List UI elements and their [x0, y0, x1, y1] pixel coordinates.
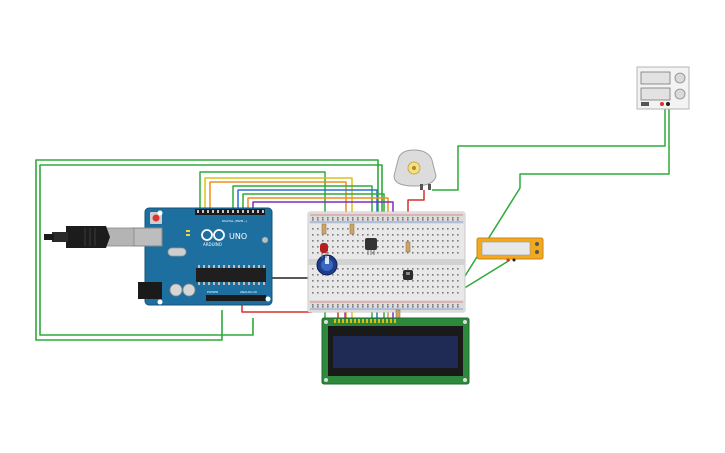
dc-motor[interactable] — [393, 149, 437, 190]
led[interactable] — [320, 243, 328, 258]
analog-header-label: ANALOG IN — [240, 290, 257, 294]
power-header-label: POWER — [207, 290, 218, 294]
lcd-header-pins — [334, 319, 396, 323]
breadboard[interactable] — [307, 211, 466, 313]
wire-green-motor[interactable] — [432, 108, 666, 191]
lcd-16x2[interactable] — [321, 317, 470, 385]
wire-green-supply[interactable] — [454, 108, 670, 293]
wire-green-left-inner[interactable] — [35, 159, 379, 341]
arduino-uno[interactable]: ARDUINO UNO DIGITAL (PWM~) POWER ANALOG … — [131, 207, 273, 306]
arduino-model: UNO — [229, 232, 247, 241]
reset-button[interactable] — [152, 214, 160, 222]
potentiometer[interactable] — [316, 254, 338, 276]
multimeter[interactable] — [476, 237, 544, 262]
arduino-logo-icon — [201, 229, 225, 241]
usb-cable[interactable] — [44, 226, 135, 248]
wire-green-left-outer[interactable] — [39, 164, 383, 336]
breadboard-holes — [312, 217, 459, 308]
digital-header-pins — [197, 210, 264, 213]
arduino-brand: ARDUINO — [203, 242, 222, 247]
power-supply[interactable] — [636, 66, 690, 110]
digital-header-label: DIGITAL (PWM~) — [222, 219, 247, 223]
temperature-sensor[interactable] — [403, 270, 413, 280]
resistors[interactable] — [321, 223, 411, 321]
transistor[interactable] — [365, 238, 377, 255]
chip-pins — [198, 265, 265, 285]
